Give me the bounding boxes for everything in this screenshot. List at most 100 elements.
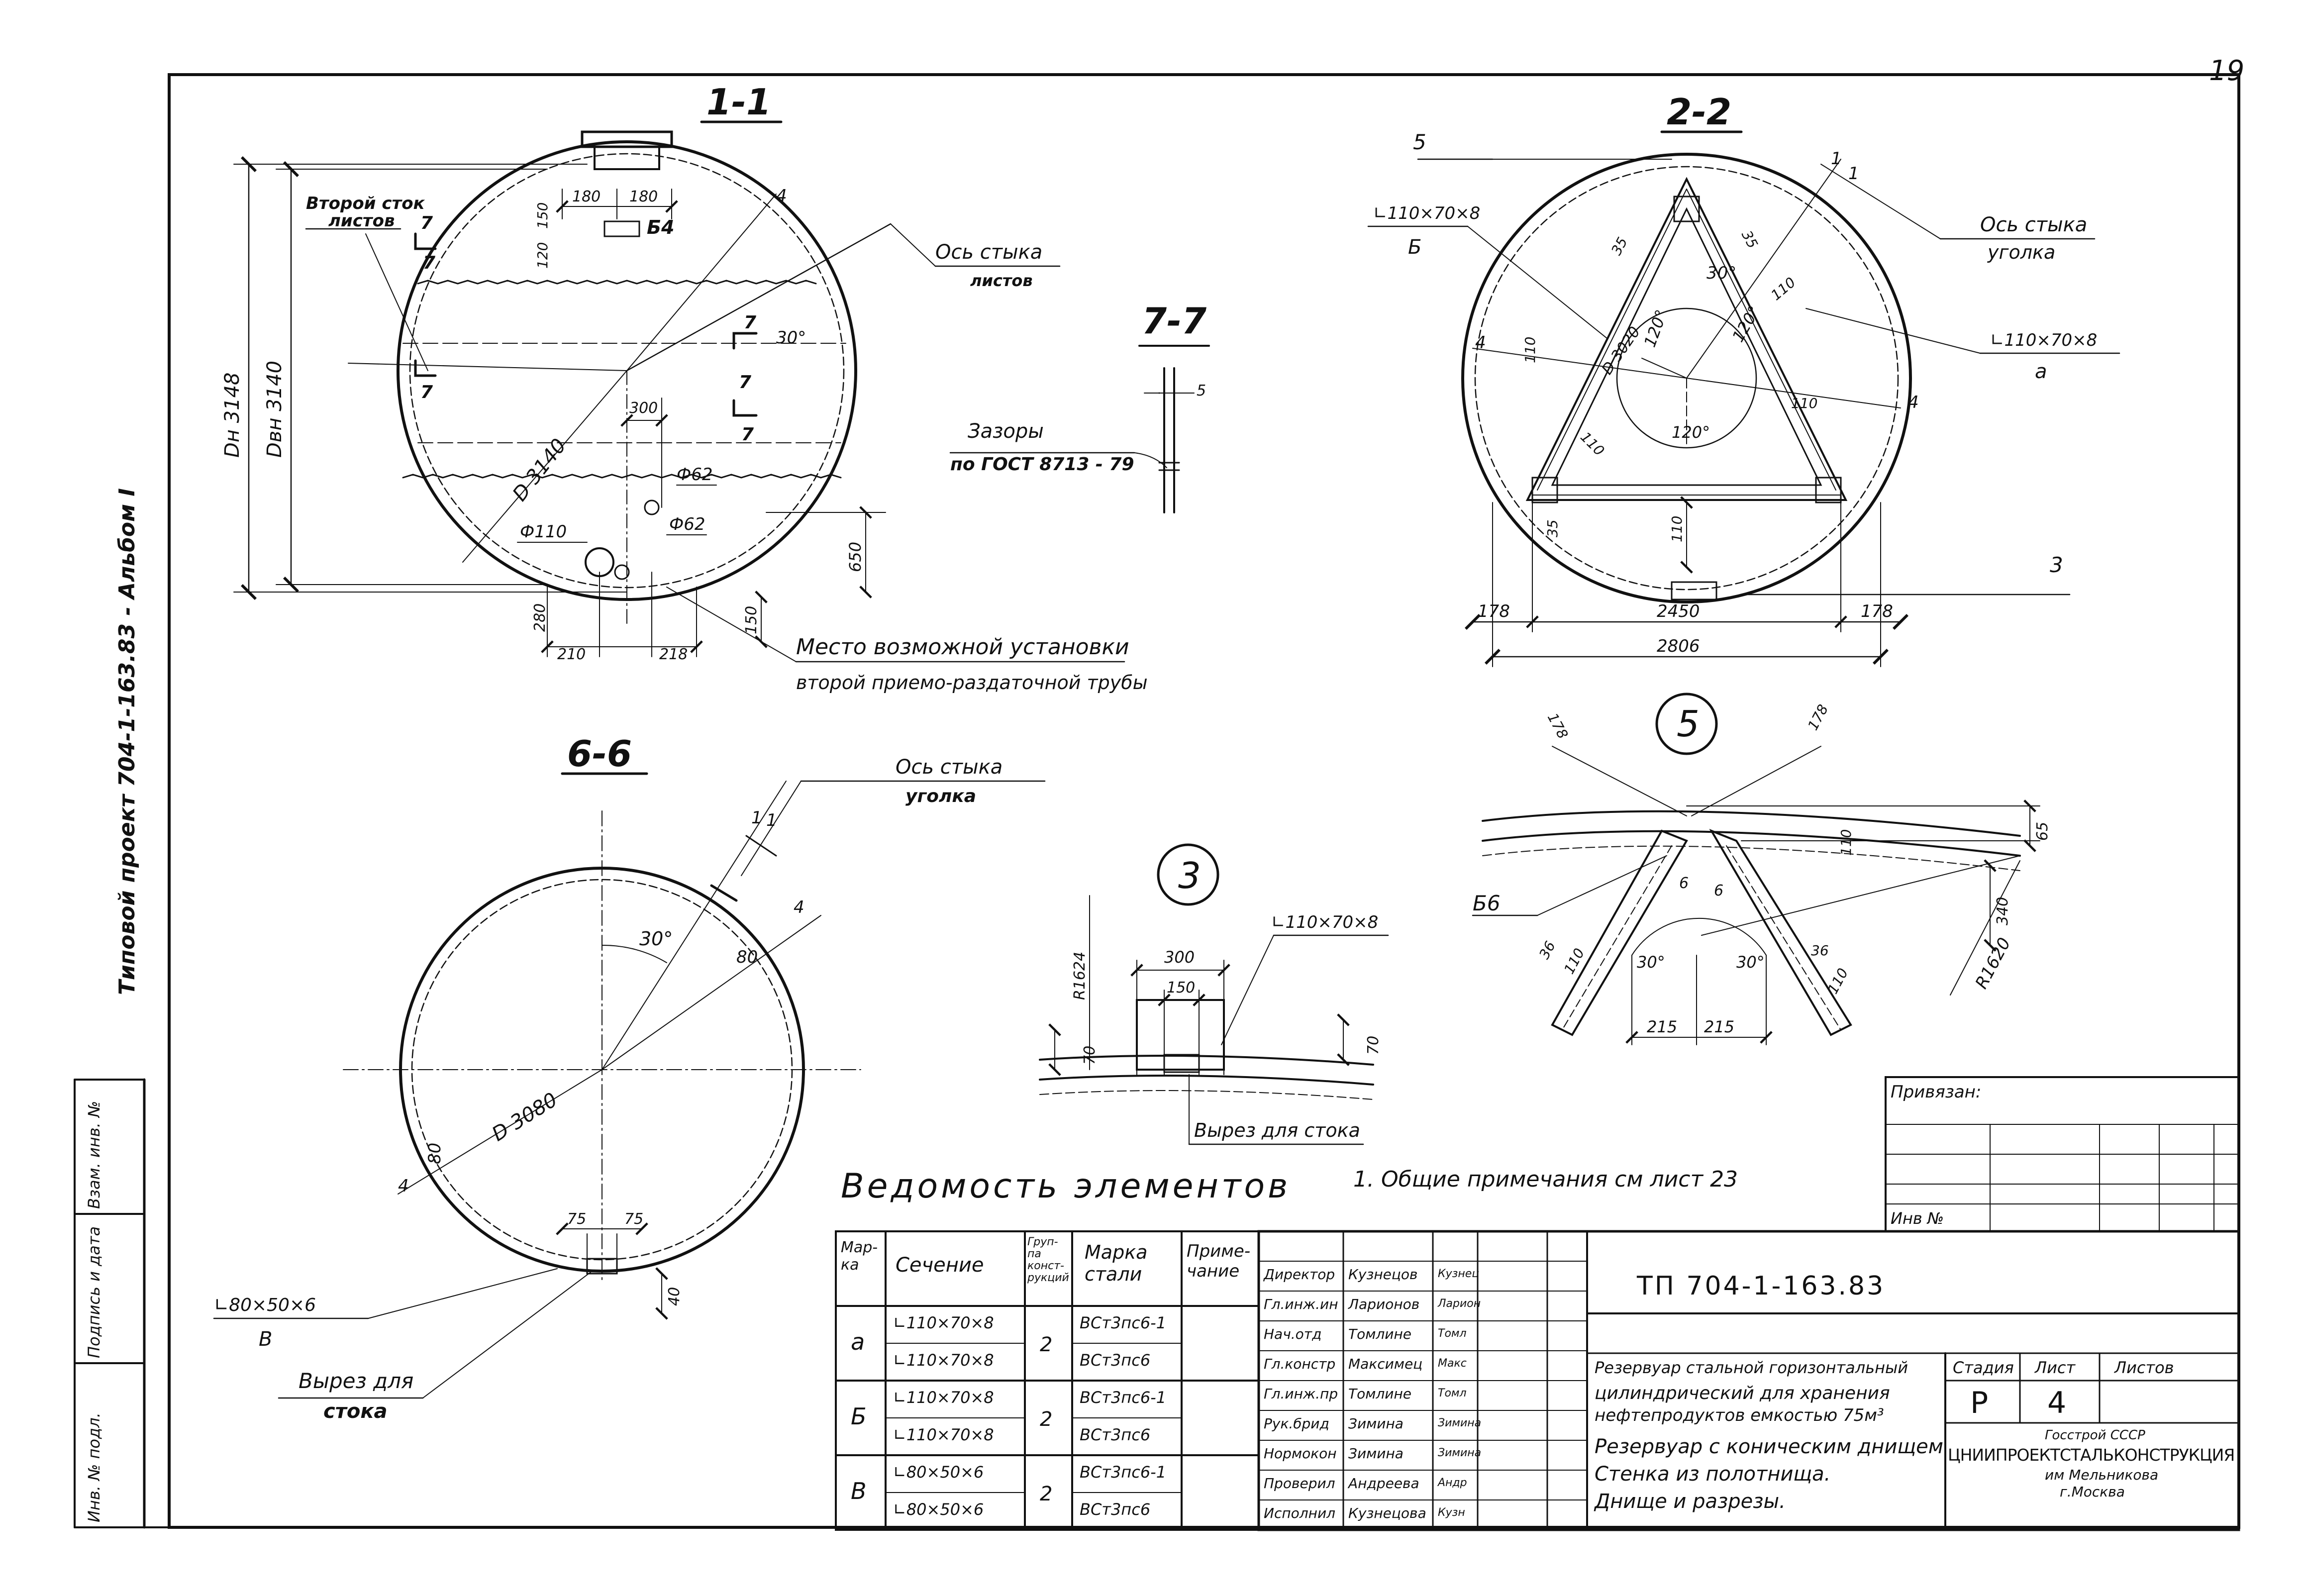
dim-dvn-3140: Dвн 3140 [263, 361, 286, 458]
sig-name-0: Кузнецов [1348, 1266, 1418, 1283]
section-6-6-lines [213, 772, 1046, 1399]
stage-label: Стадия [1953, 1358, 2014, 1377]
mark-7-d: 7 [744, 312, 756, 333]
row-b-section-2: ∟110×70×8 [893, 1425, 994, 1444]
dim-178-node5-a: 178 [1544, 710, 1571, 742]
label-angle-6-6: ∟80×50×6 [214, 1295, 316, 1315]
row-b-section-1: ∟110×70×8 [893, 1388, 994, 1407]
dim-180-left: 180 [572, 188, 601, 205]
angle-30-6-6: 30° [639, 928, 673, 950]
label-seam-axis-1-1: Ось стыка [935, 241, 1042, 264]
dim-300-node3: 300 [1164, 948, 1195, 967]
label-angle-a-2: а [2035, 360, 2047, 383]
dim-280: 280 [531, 603, 549, 632]
row-b-group: 2 [1040, 1408, 1053, 1431]
mark-1-6-6-a: 1 [751, 808, 762, 828]
dim-178-b: 178 [1861, 601, 1893, 621]
label-second-drain: Второй сток [306, 194, 425, 213]
mark-b4: Б4 [647, 216, 674, 238]
row-a-steel-1: ВСт3пс6-1 [1080, 1313, 1167, 1332]
sig-sign-1: Ларион [1438, 1297, 1481, 1310]
sheet-frame [168, 73, 2240, 1529]
label-angle-node3: ∟110×70×8 [1271, 912, 1378, 932]
sig-role-2: Нач.отд [1264, 1326, 1322, 1342]
dim-65: 65 [2034, 822, 2051, 841]
spec-table-lines [835, 1230, 1260, 1531]
dim-phi62-a: Ф62 [677, 465, 713, 485]
sig-role-1: Гл.инж.ин [1264, 1296, 1338, 1312]
section-2-2-title: 2-2 [1667, 91, 1731, 133]
row-v-steel-2: ВСт3пс6 [1080, 1500, 1151, 1519]
sheet-label: Лист [2035, 1358, 2076, 1377]
label-angle-b-2: Б [1408, 236, 1421, 259]
row-v-mark: В [851, 1478, 867, 1504]
spec-table-title: Ведомость элементов [841, 1167, 1291, 1206]
label-seam-axis-6-6-b: уголка [905, 786, 976, 806]
dim-80-a: 80 [736, 947, 758, 967]
section-7-7-lines [949, 345, 1210, 513]
sig-role-5: Рук.брид [1264, 1415, 1329, 1432]
dim-150: 150 [534, 202, 551, 229]
sig-sign-4: Томл [1438, 1387, 1467, 1399]
header-note: Приме-чание [1187, 1241, 1251, 1281]
desc-line-1: Резервуар стальной горизонтальный [1595, 1358, 1908, 1377]
mark-7-f: 7 [741, 424, 754, 445]
label-seam-axis-2-2-b: уголка [1987, 241, 2055, 263]
dim-110-b: 110 [1522, 337, 1538, 363]
dim-d3020: D 3020 [1599, 323, 1644, 378]
dim-110-node5: 110 [1838, 829, 1854, 856]
dim-80-b: 80 [425, 1143, 445, 1164]
row-a-group: 2 [1040, 1333, 1053, 1356]
inv-no-label: Инв № [1891, 1209, 1944, 1228]
section-6-6-title: 6-6 [567, 733, 632, 775]
desc-line-5: Стенка из полотнища. [1595, 1463, 1831, 1486]
mark-1-2-2-a: 1 [1831, 149, 1842, 169]
label-angle-b-1: ∟110×70×8 [1373, 203, 1480, 223]
section-2-2-lines [1367, 130, 2120, 667]
dim-215-a: 215 [1647, 1017, 1677, 1036]
label-seam-axis-2-2: Ось стыка [1980, 213, 2087, 236]
dim-phi110: Ф110 [520, 522, 567, 542]
org-line-1: Госстрой СССР [2045, 1428, 2145, 1443]
node-5-lines [1472, 693, 2040, 1045]
general-notes: 1. Общие примечания см лист 23 [1353, 1167, 1738, 1192]
dim-110-node5-c: 110 [1824, 966, 1851, 997]
mark-7-c: 7 [420, 382, 433, 402]
label-install-1: Место возможной установки [796, 634, 1129, 660]
dim-6-b: 6 [1714, 882, 1723, 899]
mark-4-6-6-a: 4 [794, 898, 804, 917]
stage-value: Р [1970, 1386, 1989, 1420]
mark-1-6-6-b: 1 [766, 810, 777, 830]
angle-30-node5-a: 30° [1637, 953, 1665, 972]
document-code: ТП 704-1-163.83 [1637, 1271, 1886, 1301]
sig-sign-3: Макс [1438, 1357, 1467, 1370]
sig-role-8: Исполнил [1264, 1505, 1336, 1521]
mark-4-2-2-a: 4 [1475, 333, 1486, 353]
mark-4-1-1: 4 [776, 186, 787, 206]
dim-110-c: 110 [1791, 395, 1817, 411]
sig-sign-8: Кузн [1438, 1506, 1465, 1519]
mark-b6: Б6 [1473, 891, 1501, 915]
mark-3-2-2: 3 [2050, 553, 2063, 577]
dim-dn-3148: Dн 3148 [221, 373, 244, 458]
label-angle-a-1: ∟110×70×8 [1990, 330, 2097, 350]
label-install-2: второй приемо-раздаточной трубы [796, 672, 1148, 694]
sig-role-7: Проверил [1264, 1475, 1335, 1492]
node-5-title: 5 [1677, 703, 1700, 745]
label-drain-cut-6-6: Вырез для [299, 1369, 413, 1393]
row-b-mark: Б [851, 1403, 867, 1430]
desc-line-6: Днище и разрезы. [1595, 1490, 1786, 1513]
dim-180-right: 180 [629, 188, 658, 205]
sig-sign-5: Зимина [1438, 1417, 1482, 1429]
mark-5-2-2: 5 [1413, 130, 1426, 154]
dim-2450: 2450 [1657, 601, 1700, 621]
sig-role-3: Гл.констр [1264, 1356, 1336, 1372]
sig-name-3: Максимец [1348, 1356, 1423, 1372]
angle-120-c: 120° [1672, 423, 1710, 442]
label-angle-6-6-b: В [259, 1328, 272, 1351]
dim-d-3140: D 3140 [508, 434, 571, 505]
dim-36-a: 36 [1536, 938, 1559, 962]
dim-75-a: 75 [567, 1210, 586, 1228]
